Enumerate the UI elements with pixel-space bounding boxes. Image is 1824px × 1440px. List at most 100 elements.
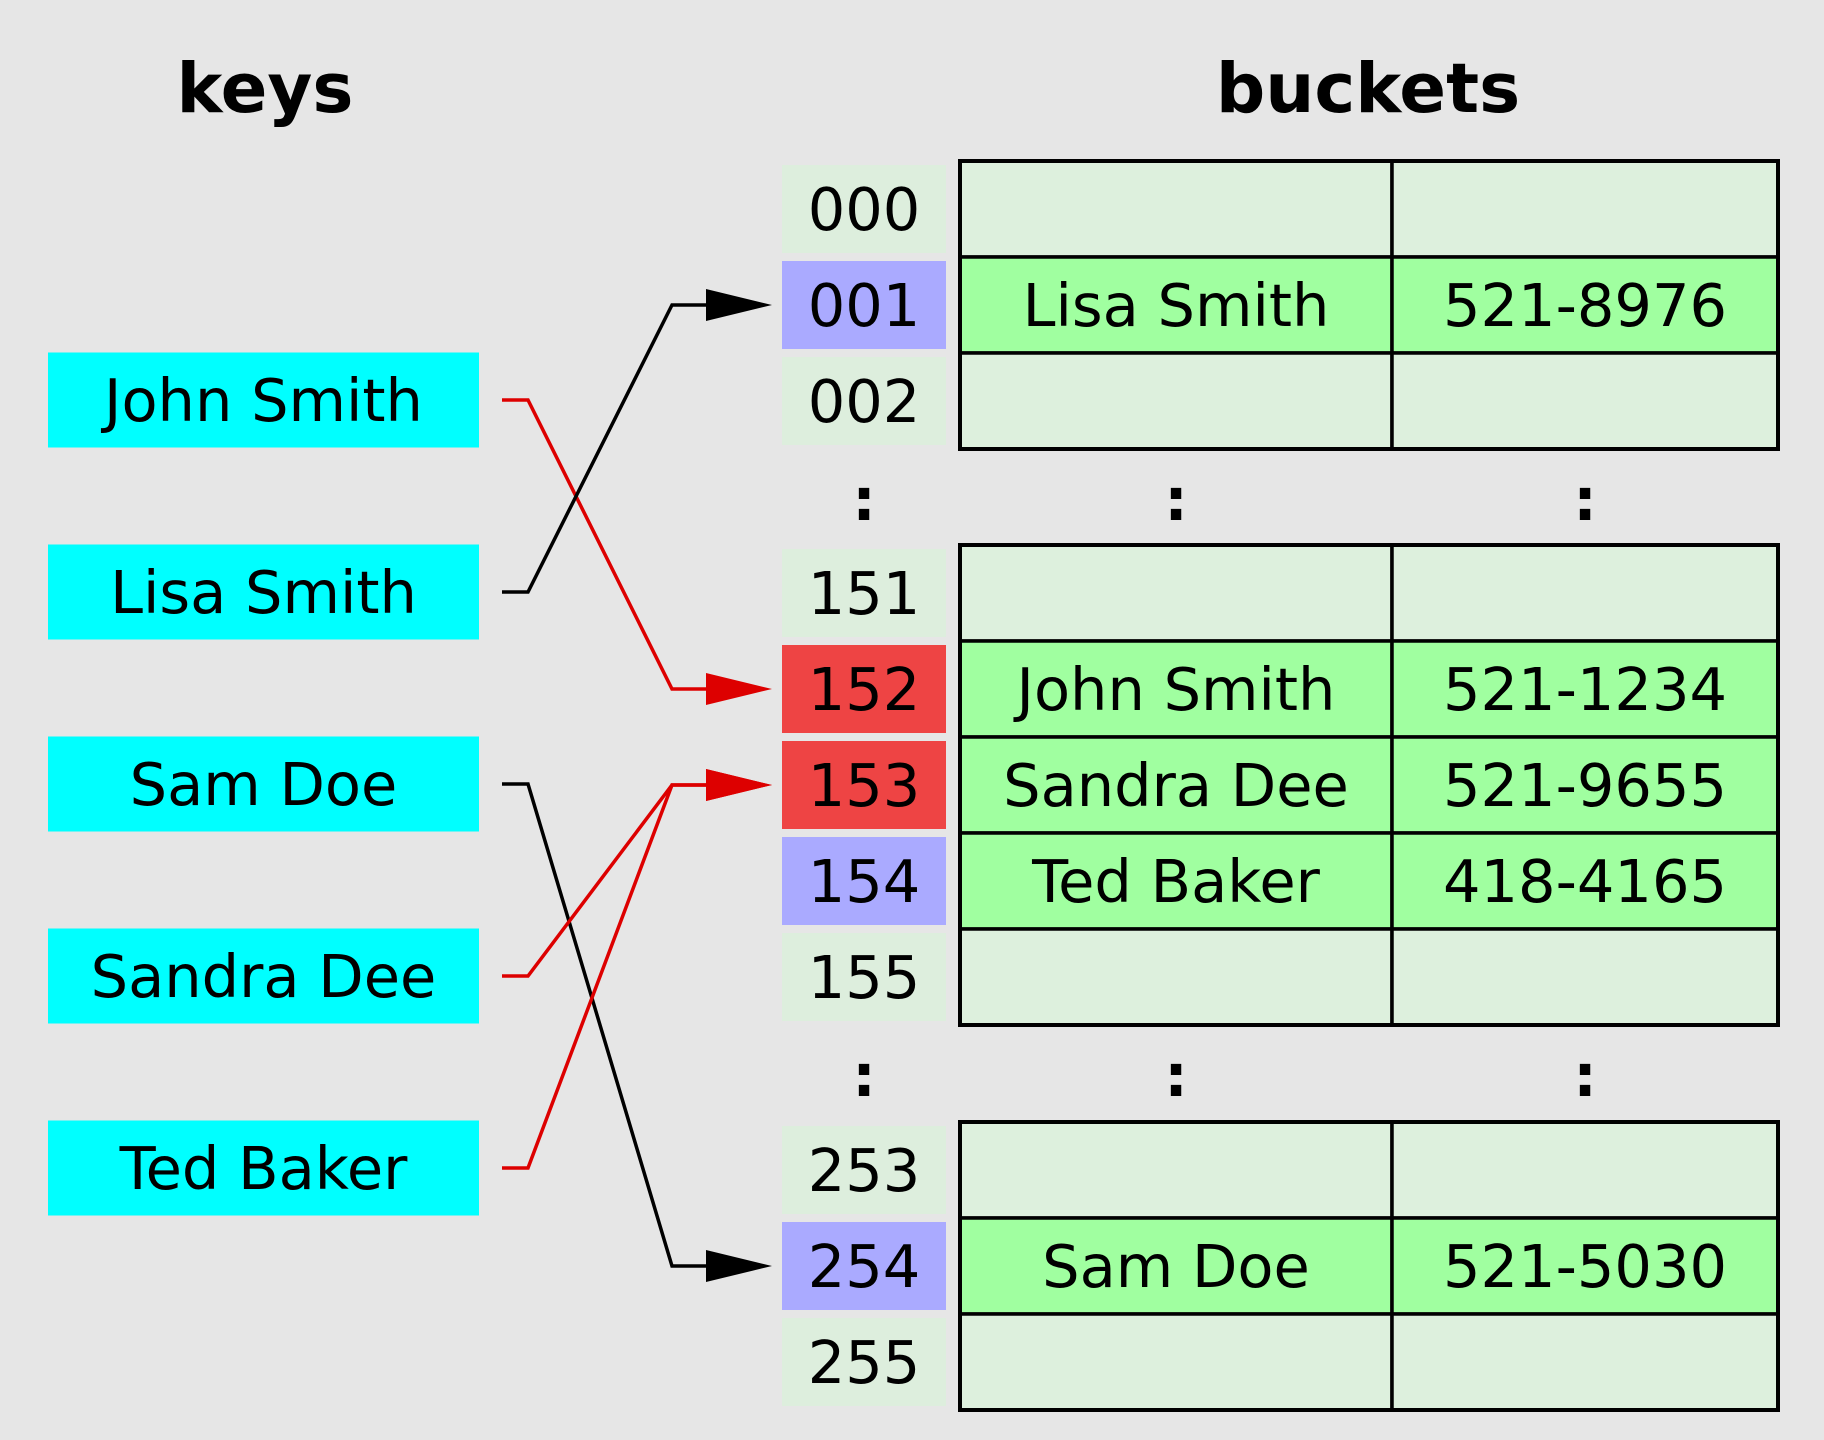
key-sam-doe: Sam Doe (48, 736, 479, 832)
bucket-row-002: 002 (782, 351, 1780, 451)
key-label: Lisa Smith (110, 558, 417, 627)
bucket-phone-label: 521-1234 (1443, 655, 1727, 724)
bucket-name-cell (958, 543, 1394, 643)
bucket-phone-label: 418-4165 (1443, 847, 1727, 916)
ellipsis-mark: : (1573, 1041, 1597, 1110)
bucket-index-label: 002 (808, 367, 921, 436)
bucket-name-cell (958, 927, 1394, 1027)
arrow-john-smith (502, 398, 712, 691)
bucket-phone-cell (1390, 159, 1780, 259)
bucket-name-cell (958, 1120, 1394, 1220)
key-box (48, 736, 479, 832)
bucket-phone-cell (1390, 831, 1780, 931)
bucket-index-cell (782, 1318, 946, 1406)
buckets-heading: buckets (1216, 49, 1520, 129)
bucket-row-151: 151 (782, 543, 1780, 643)
arrows-layer (502, 289, 772, 1282)
bucket-index-cell (782, 837, 946, 925)
bucket-row-253: 253 (782, 1120, 1780, 1220)
bucket-phone-label: 521-9655 (1443, 751, 1727, 820)
bucket-group-1: 000 001 Lisa Smith 521-8976 002 (782, 159, 1780, 451)
bucket-index-cell (782, 645, 946, 733)
ellipsis-mark: : (852, 465, 876, 534)
arrowhead (706, 289, 772, 321)
key-lisa-smith: Lisa Smith (48, 544, 479, 640)
key-box (48, 1120, 479, 1216)
bucket-phone-cell (1390, 927, 1780, 1027)
key-box (48, 352, 479, 448)
bucket-index-label: 154 (808, 847, 921, 916)
bucket-index-cell (782, 1126, 946, 1214)
bucket-group-frame (958, 159, 1780, 451)
ellipsis-mark: : (1164, 465, 1188, 534)
bucket-name-label: Ted Baker (1031, 847, 1321, 916)
bucket-row-152: 152 John Smith 521-1234 (782, 639, 1780, 739)
bucket-name-label: Lisa Smith (1023, 271, 1330, 340)
keys-heading: keys (177, 49, 354, 129)
bucket-index-label: 155 (808, 943, 921, 1012)
bucket-group-frame (958, 1120, 1780, 1412)
bucket-index-cell (782, 741, 946, 829)
bucket-row-155: 155 (782, 927, 1780, 1027)
bucket-name-label: Sandra Dee (1003, 751, 1349, 820)
bucket-phone-label: 521-5030 (1443, 1232, 1727, 1301)
bucket-name-label: Sam Doe (1042, 1232, 1310, 1301)
key-label: Sam Doe (130, 750, 398, 819)
bucket-name-cell (958, 159, 1394, 259)
bucket-phone-cell (1390, 543, 1780, 643)
bucket-phone-cell (1390, 1216, 1780, 1316)
bucket-row-001: 001 Lisa Smith 521-8976 (782, 255, 1780, 355)
bucket-index-label: 000 (808, 175, 921, 244)
bucket-row-254: 254 Sam Doe 521-5030 (782, 1216, 1780, 1316)
arrow-ted-baker (502, 783, 712, 1170)
bucket-index-label: 001 (808, 271, 921, 340)
ellipsis-mark: : (1573, 465, 1597, 534)
key-sandra-dee: Sandra Dee (48, 928, 479, 1024)
bucket-row-153: 153 Sandra Dee 521-9655 (782, 735, 1780, 835)
bucket-index-label: 153 (808, 751, 921, 820)
bucket-index-label: 255 (808, 1328, 921, 1397)
bucket-index-label: 253 (808, 1136, 921, 1205)
bucket-row-255: 255 (782, 1312, 1780, 1412)
bucket-phone-cell (1390, 351, 1780, 451)
arrow-lisa-smith (502, 303, 712, 594)
bucket-index-label: 254 (808, 1232, 921, 1301)
bucket-index-label: 151 (808, 559, 921, 628)
bucket-phone-label: 521-8976 (1443, 271, 1727, 340)
bucket-index-cell (782, 549, 946, 637)
key-box (48, 928, 479, 1024)
bucket-index-cell (782, 933, 946, 1021)
buckets-column: 000 001 Lisa Smith 521-8976 002 151 152 John Sm… (782, 159, 1780, 1412)
bucket-phone-cell (1390, 1312, 1780, 1412)
ellipsis-mark: : (1164, 1041, 1188, 1110)
key-box (48, 544, 479, 640)
arrow-sam-doe (502, 782, 712, 1268)
bucket-name-cell (958, 735, 1394, 835)
bucket-index-cell (782, 261, 946, 349)
bucket-index-cell (782, 165, 946, 253)
bucket-phone-cell (1390, 1120, 1780, 1220)
arrowhead (706, 769, 772, 801)
bucket-group-3: 253 254 Sam Doe 521-5030 255 (782, 1120, 1780, 1412)
key-label: Ted Baker (119, 1134, 409, 1203)
key-label: John Smith (100, 366, 423, 435)
bucket-index-cell (782, 1222, 946, 1310)
key-label: Sandra Dee (91, 942, 437, 1011)
key-john-smith: John Smith (48, 352, 479, 448)
key-ted-baker: Ted Baker (48, 1120, 479, 1216)
arrowhead (706, 1250, 772, 1282)
bucket-name-label: John Smith (1013, 655, 1336, 724)
ellipsis-mark: : (852, 1041, 876, 1110)
bucket-row-154: 154 Ted Baker 418-4165 (782, 831, 1780, 931)
bucket-index-cell (782, 357, 946, 445)
bucket-index-label: 152 (808, 655, 921, 724)
bucket-group-frame (958, 543, 1780, 1027)
bucket-row-000: 000 (782, 159, 1780, 259)
bucket-phone-cell (1390, 639, 1780, 739)
ellipsis-layer: :::::: (852, 465, 1597, 1110)
bucket-name-cell (958, 351, 1394, 451)
bucket-name-cell (958, 1312, 1394, 1412)
